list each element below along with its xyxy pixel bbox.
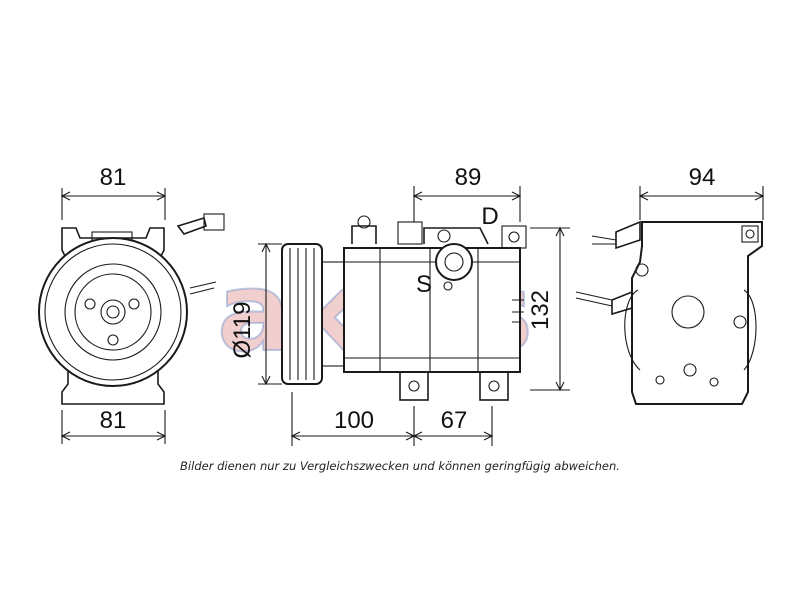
front-pulley: [38, 237, 188, 387]
rear-housing: [631, 221, 763, 405]
disclaimer-caption: Bilder dienen nur zu Vergleichszwecken u…: [180, 459, 620, 473]
dim-height: 132: [527, 290, 554, 330]
dim-side-top: 89: [455, 164, 482, 191]
suction-port-label: S: [416, 271, 432, 298]
side-pulley: [281, 243, 323, 385]
dim-diameter: Ø119: [229, 302, 256, 359]
side-view: [258, 186, 570, 446]
dim-side-length-left: 100: [334, 407, 374, 434]
dim-side-length-right: 67: [441, 407, 468, 434]
compressor-body: [343, 247, 521, 373]
rear-shaft-boss: [671, 295, 705, 329]
suction-port: [435, 243, 473, 281]
dim-front-width-top: 81: [100, 164, 127, 191]
discharge-port-label: D: [481, 203, 498, 230]
front-view: [38, 188, 225, 444]
dim-rear-width: 94: [689, 164, 716, 191]
dim-front-width-bottom: 81: [100, 407, 127, 434]
rear-view: [575, 186, 765, 405]
